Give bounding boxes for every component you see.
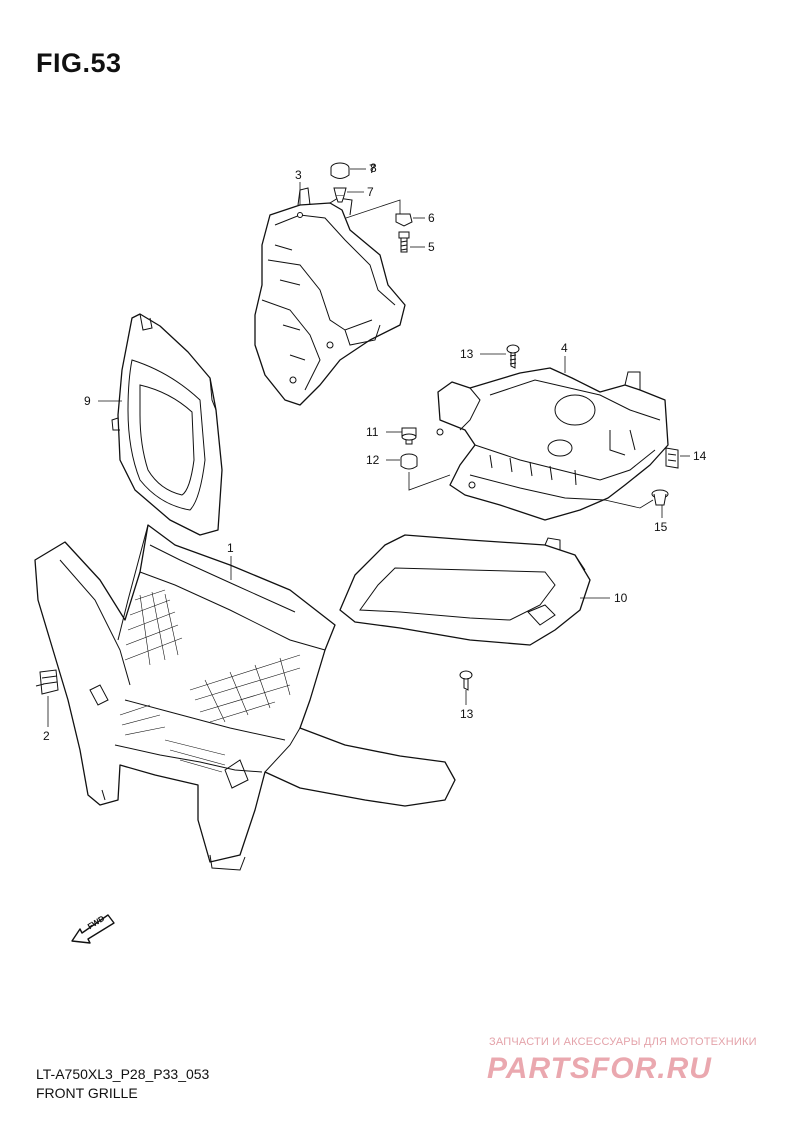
- callout-9: 9: [84, 394, 91, 408]
- figure-caption: FRONT GRILLE: [36, 1085, 138, 1101]
- callout-10: 10: [614, 591, 628, 605]
- fasteners: [400, 344, 679, 691]
- callout-8: 7: [369, 162, 376, 176]
- callout-8-label: 8: [370, 161, 377, 175]
- callout-4: 4: [561, 341, 568, 355]
- part-4-lower-tray: [436, 367, 669, 521]
- part-2-clip: [35, 669, 59, 695]
- forward-arrow-icon: [71, 914, 115, 944]
- callout-13-upper: 13: [460, 347, 474, 361]
- callout-12: 12: [366, 453, 380, 467]
- watermark-logo: PARTSFOR.RU: [487, 1052, 712, 1085]
- callout-14: 14: [693, 449, 707, 463]
- part-1-front-grille: [34, 524, 456, 871]
- watermark-tagline: ЗАПЧАСТИ И АКСЕССУАРЫ ДЛЯ МОТОТЕХНИКИ: [489, 1036, 757, 1048]
- callout-2: 2: [43, 729, 50, 743]
- callout-15: 15: [654, 520, 668, 534]
- part-3-headlight-bracket: [254, 187, 406, 406]
- part-10-side-bezel: [339, 534, 591, 646]
- callout-1: 1: [227, 541, 234, 555]
- callout-5: 5: [428, 240, 435, 254]
- part-9-light-bezel: [111, 313, 223, 536]
- callout-labels: 7 7: [369, 162, 376, 176]
- leader-lines: [47, 168, 690, 727]
- hardware-5-6-7-8: [330, 162, 413, 253]
- callout-3: 3: [295, 168, 302, 182]
- figure-code: LT-A750XL3_P28_P33_053: [36, 1066, 210, 1082]
- figure-title: FIG.53: [36, 48, 122, 78]
- callout-13-lower: 13: [460, 707, 474, 721]
- fwd-arrow: FWD: [70, 905, 116, 945]
- callout-7-label: 7: [367, 185, 374, 199]
- callout-11: 11: [366, 425, 379, 439]
- callout-6: 6: [428, 211, 435, 225]
